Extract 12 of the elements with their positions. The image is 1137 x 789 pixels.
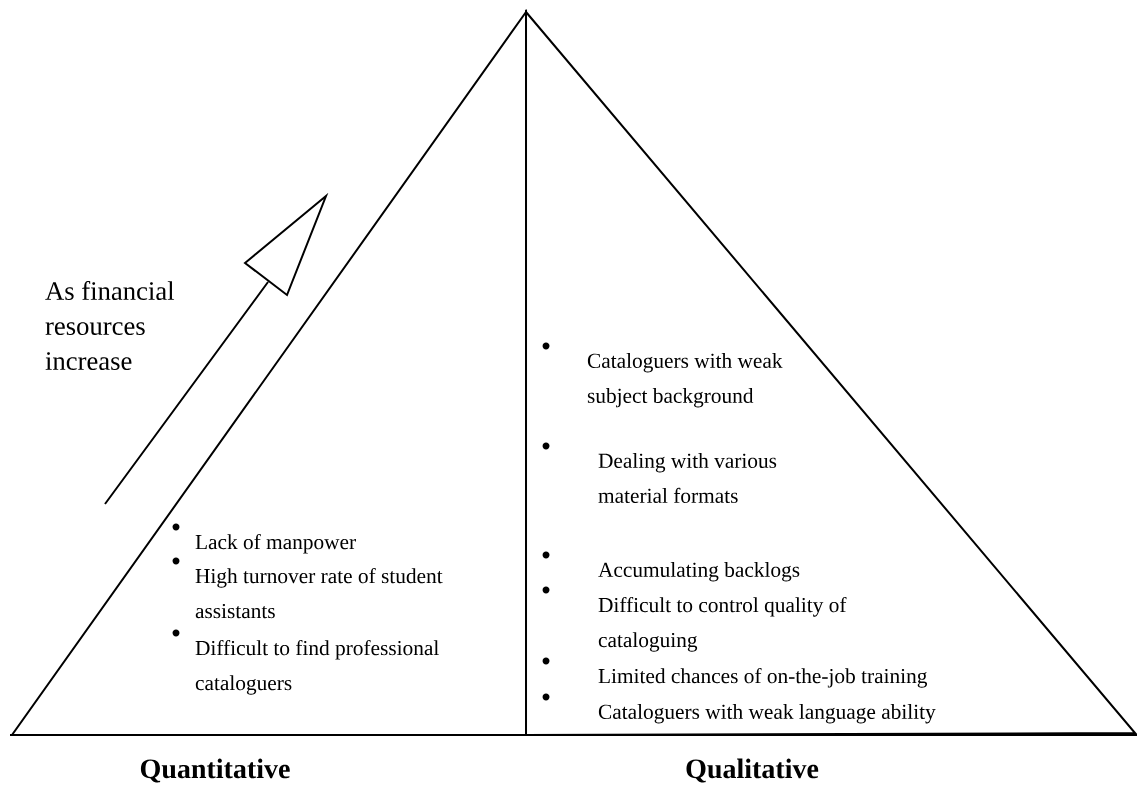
bullet-item: Dealing with various material formats — [542, 442, 777, 503]
arrow-caption: As financial resources increase — [45, 281, 175, 371]
bullet-item: Difficult to find professional cataloguers — [172, 629, 439, 695]
bullet-item: Limited chances of on-the-job training — [542, 657, 928, 688]
bullet-item: High turnover rate of student assistants — [172, 557, 443, 619]
section-heading: Qualitative — [686, 758, 819, 783]
bullet-item: Lack of manpower — [172, 523, 356, 554]
bullet-item: Cataloguers with weak subject background — [542, 342, 783, 408]
bullet-item: Accumulating backlogs — [542, 551, 800, 582]
section-heading: Quantitative — [140, 758, 290, 783]
bullet-item: Cataloguers with weak language ability — [542, 693, 936, 724]
bullet-item: Difficult to control quality of cataloguing — [542, 586, 847, 652]
